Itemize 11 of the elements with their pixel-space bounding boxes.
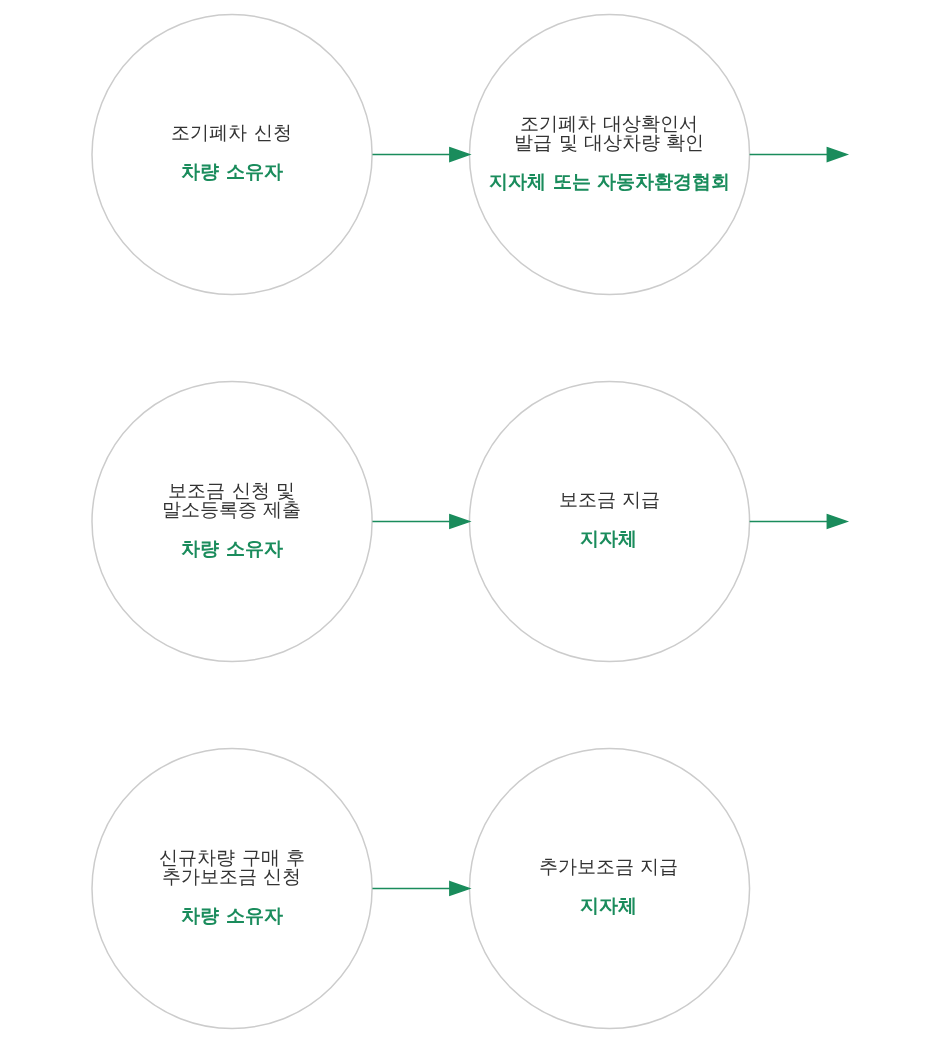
arrow	[371, 513, 472, 530]
arrow	[748, 146, 849, 163]
arrow	[748, 513, 849, 530]
arrow	[371, 880, 472, 897]
arrow	[371, 146, 472, 163]
node-circle: 추가보조금 지급 지자체	[468, 747, 750, 1030]
node-circle: 보조금 지급 지자체	[468, 380, 750, 663]
node-circle: 조기폐차 대상확인서 발급 및 대상차량 확인 지자체 또는 자동차환경협회	[468, 13, 750, 296]
node-circle: 조기폐차 신청 차량 소유자	[90, 13, 373, 296]
node-circle: 신규차량 구매 후 추가보조금 신청 차량 소유자	[90, 747, 373, 1030]
node-circle: 보조금 신청 및 말소등록증 제출 차량 소유자	[90, 380, 373, 663]
